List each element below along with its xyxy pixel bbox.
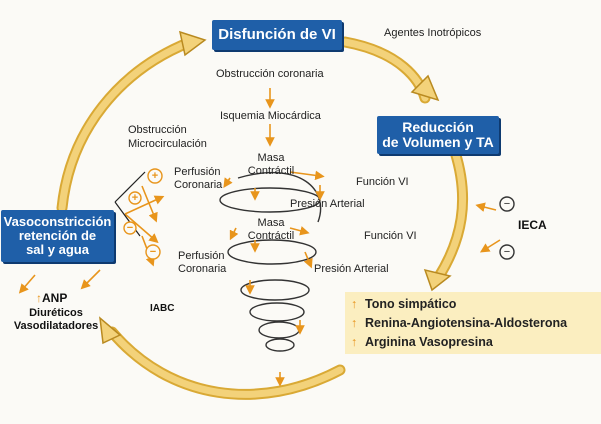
label-isquemia: Isquemia Miocárdica: [220, 110, 321, 122]
box-vaso-line1: Vasoconstricción: [3, 213, 112, 229]
label-funcion-vi-2: Función VI: [364, 230, 417, 242]
legend-item-label: Renina-Angiotensina-Aldosterona: [365, 316, 568, 330]
minus-sign: −: [126, 222, 134, 234]
plus-sign: +: [131, 192, 139, 204]
minus-sign: −: [503, 246, 511, 258]
label-obstruccion-coronaria: Obstrucción coronaria: [216, 68, 324, 80]
box-disfuncion-label: Disfunción de VI: [218, 25, 336, 43]
anp-up-arrow: ↑: [36, 291, 42, 305]
label-perfusion-2b: Coronaria: [178, 263, 227, 275]
label-masa-2b: Contráctil: [247, 230, 295, 242]
label-perfusion-2a: Perfusión: [178, 250, 225, 262]
box-vaso-line2: retención de: [18, 227, 97, 243]
label-perfusion-1b: Coronaria: [174, 179, 223, 191]
cycle-arrowheads: [99, 30, 452, 345]
box-reduccion-line2: de Volumen y TA: [382, 134, 494, 150]
box-vaso-line3: sal y agua: [26, 242, 89, 258]
legend-item-renina: ↑ Renina-Angiotensina-Aldosterona: [351, 316, 567, 330]
box-disfuncion-vi: Disfunción de VI: [212, 20, 342, 50]
label-funcion-vi-1: Función VI: [356, 176, 409, 188]
label-iabc: IABC: [150, 303, 175, 314]
legend-item-label: Tono simpático: [365, 297, 457, 311]
label-presion-arterial-2: Presión Arterial: [314, 263, 389, 275]
minus-sign: −: [149, 246, 157, 258]
label-diureticos: Diuréticos: [29, 307, 83, 319]
label-masa-2a: Masa: [257, 217, 285, 229]
legend-item-label: Arginina Vasopresina: [365, 335, 493, 349]
feedback-line: [114, 171, 146, 203]
label-anp: ↑ANP: [36, 292, 67, 304]
label-anp-text: ANP: [42, 291, 68, 305]
box-reduccion-volumen: Reducción de Volumen y TA: [377, 116, 499, 154]
label-obstruccion-micro-2: Microcirculación: [128, 138, 207, 150]
label-masa-1a: Masa: [257, 152, 285, 164]
spiral: [219, 172, 322, 352]
minus-sign: −: [503, 198, 511, 210]
box-reduccion-line1: Reducción: [402, 118, 474, 135]
up-arrow-icon: ↑: [351, 335, 358, 349]
label-masa-1b: Contráctil: [247, 165, 295, 177]
neurohormonal-legend: ↑ Tono simpático ↑ Renina-Angiotensina-Ald…: [345, 292, 601, 354]
flow-arrows: [18, 88, 501, 387]
box-vasoconstriccion: Vasoconstricción retención de sal y agua: [1, 210, 114, 262]
legend-item-arginina: ↑ Arginina Vasopresina: [351, 335, 493, 349]
label-perfusion-1a: Perfusión: [174, 166, 221, 178]
label-ieca: IECA: [518, 218, 547, 232]
label-vasodilatadores: Vasodilatadores: [13, 320, 99, 332]
cycle-arrows: [56, 36, 469, 400]
sign-circles: [123, 168, 515, 260]
label-obstruccion-micro-1: Obstrucción: [128, 124, 187, 136]
label-presion-arterial-1: Presión Arterial: [290, 198, 365, 210]
label-agentes-inotropicos: Agentes Inotrópicos: [384, 27, 482, 39]
plus-sign: +: [151, 170, 159, 182]
up-arrow-icon: ↑: [351, 297, 358, 311]
up-arrow-icon: ↑: [351, 316, 358, 330]
legend-item-tono: ↑ Tono simpático: [351, 297, 456, 311]
